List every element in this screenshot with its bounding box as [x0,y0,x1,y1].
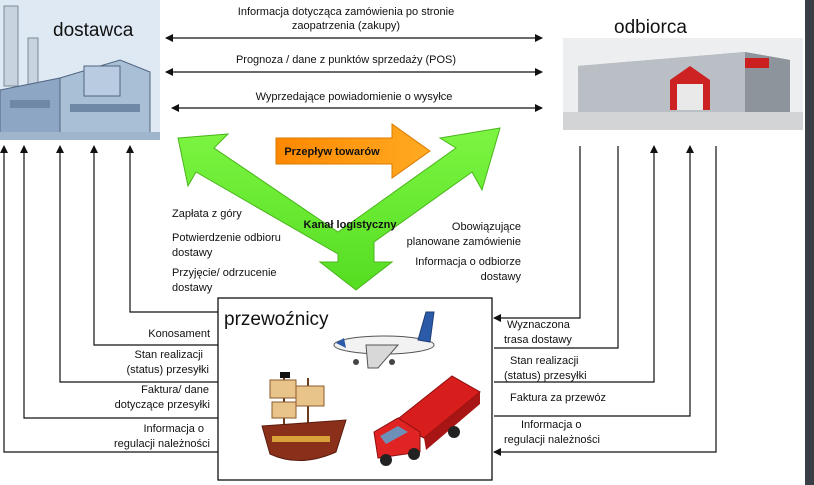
logistics-channel-arrow [177,127,501,291]
left-flow-lines [0,145,218,453]
label-receipt-info-2: dostawy [481,271,522,283]
label-route-2: trasa dostawy [504,334,572,346]
label-left-status-2: (status) przesyłki [126,364,209,376]
label-receipt-confirm-1: Potwierdzenie odbioru [172,232,281,244]
label-shipping-notice: Wyprzedające powiadomienie o wysyłce [256,91,453,103]
right-edge-strip [805,0,814,485]
truck-icon [373,375,481,466]
label-planned-order-2: planowane zamówienie [407,236,521,248]
label-accept-reject-2: dostawy [172,282,213,294]
label-bill-of-lading: Konosament [148,328,210,340]
warehouse-icon [563,38,803,130]
top-flows [165,34,543,112]
label-right-status-2: (status) przesyłki [504,370,587,382]
label-planned-order-1: Obowiązujące [452,221,521,233]
label-transport-invoice: Faktura za przewóz [510,392,606,404]
customer-title: odbiorca [614,17,687,38]
label-goods-flow: Przepływ towarów [284,146,380,158]
pirate-ship-icon [261,372,347,462]
label-right-settlement-2: regulacji należności [504,434,600,446]
label-order-info-1: Informacja dotycząca zamówienia po stron… [238,6,454,18]
label-left-settlement-1: Informacja o [143,423,204,435]
supplier-title: dostawca [53,20,134,41]
label-receipt-confirm-2: dostawy [172,247,213,259]
label-left-invoice-2: dotyczące przesyłki [115,399,210,411]
label-right-status-1: Stan realizacji [510,355,578,367]
carriers-title: przewoźnicy [224,309,329,330]
goods-flow-arrow [275,123,431,179]
right-flow-lines [493,145,717,456]
label-right-settlement-1: Informacja o [521,419,582,431]
label-left-status-1: Stan realizacji [135,349,203,361]
label-order-info-2: zaopatrzenia (zakupy) [292,20,400,32]
label-left-settlement-2: regulacji należności [114,438,210,450]
label-logistics-channel: Kanał logistyczny [304,219,398,231]
label-route-1: Wyznaczona [507,319,571,331]
label-forecast: Prognoza / dane z punktów sprzedaży (POS… [236,54,456,66]
label-receipt-info-1: Informacja o odbiorze [415,256,521,268]
factory-icon [0,0,160,140]
label-accept-reject-1: Przyjęcie/ odrzucenie [172,267,277,279]
airplane-icon [333,311,435,369]
label-left-invoice-1: Faktura/ dane [141,384,209,396]
label-prepayment: Zapłata z góry [172,208,242,220]
